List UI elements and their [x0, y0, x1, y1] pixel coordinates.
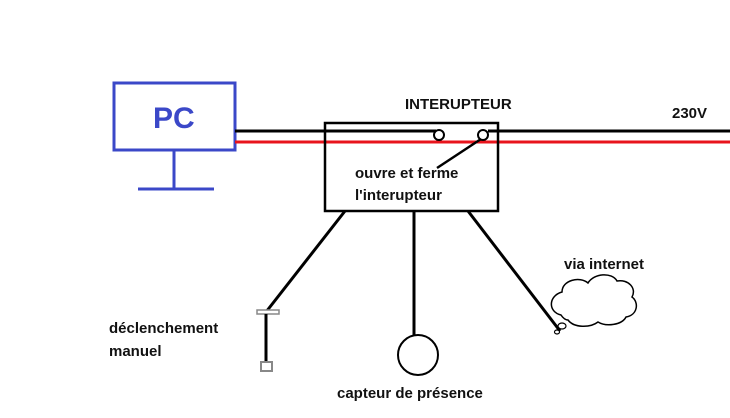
switch-contact-right [477, 129, 489, 141]
switch-contact-left [433, 129, 445, 141]
presence-sensor-icon [397, 334, 439, 376]
cloud-puff-small [557, 322, 567, 330]
switch-desc-line1: ouvre et ferme [355, 165, 458, 182]
manual-label-line2: manuel [109, 343, 162, 360]
monitor-icon [112, 81, 237, 191]
cloud-puff-tiny [553, 329, 561, 335]
voltage-label: 230V [672, 105, 707, 122]
cloud-icon [550, 274, 638, 335]
switch-lever [436, 137, 482, 170]
push-button-icon [256, 309, 280, 372]
push-button-cap [256, 309, 280, 315]
switch-box [323, 121, 500, 213]
switch-title: INTERUPTEUR [405, 96, 512, 113]
internet-label: via internet [564, 256, 644, 273]
push-button-base [260, 361, 273, 372]
wire-to-manual [264, 210, 347, 313]
manual-label-line1: déclenchement [109, 320, 218, 337]
switch-desc-line2: l'interupteur [355, 187, 442, 204]
wire-to-internet [466, 210, 562, 332]
cloud-body [550, 274, 638, 327]
sensor-label: capteur de présence [337, 385, 483, 402]
pc-label: PC [153, 102, 195, 135]
